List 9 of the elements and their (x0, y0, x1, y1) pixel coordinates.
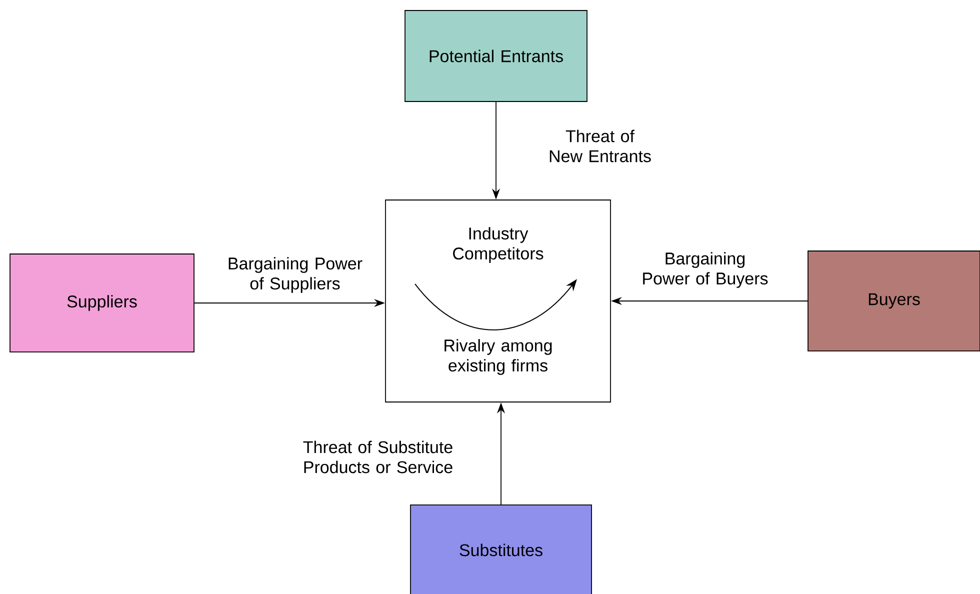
edge-label: Threat of Substitute Products or Service (303, 440, 452, 474)
force-box: Substitutes (410, 504, 592, 594)
force-box: Buyers (808, 250, 980, 352)
edge-label: Bargaining Power of Suppliers (228, 257, 362, 293)
edge-label: Bargaining Power of Buyers (643, 252, 768, 288)
competitors-box: Industry Competitors Rivalry among existing firms (385, 200, 611, 402)
edge-label: Threat of New Entrants (550, 130, 651, 162)
force-box: Potential Entrants (404, 10, 588, 102)
force-box: Suppliers (10, 254, 194, 352)
